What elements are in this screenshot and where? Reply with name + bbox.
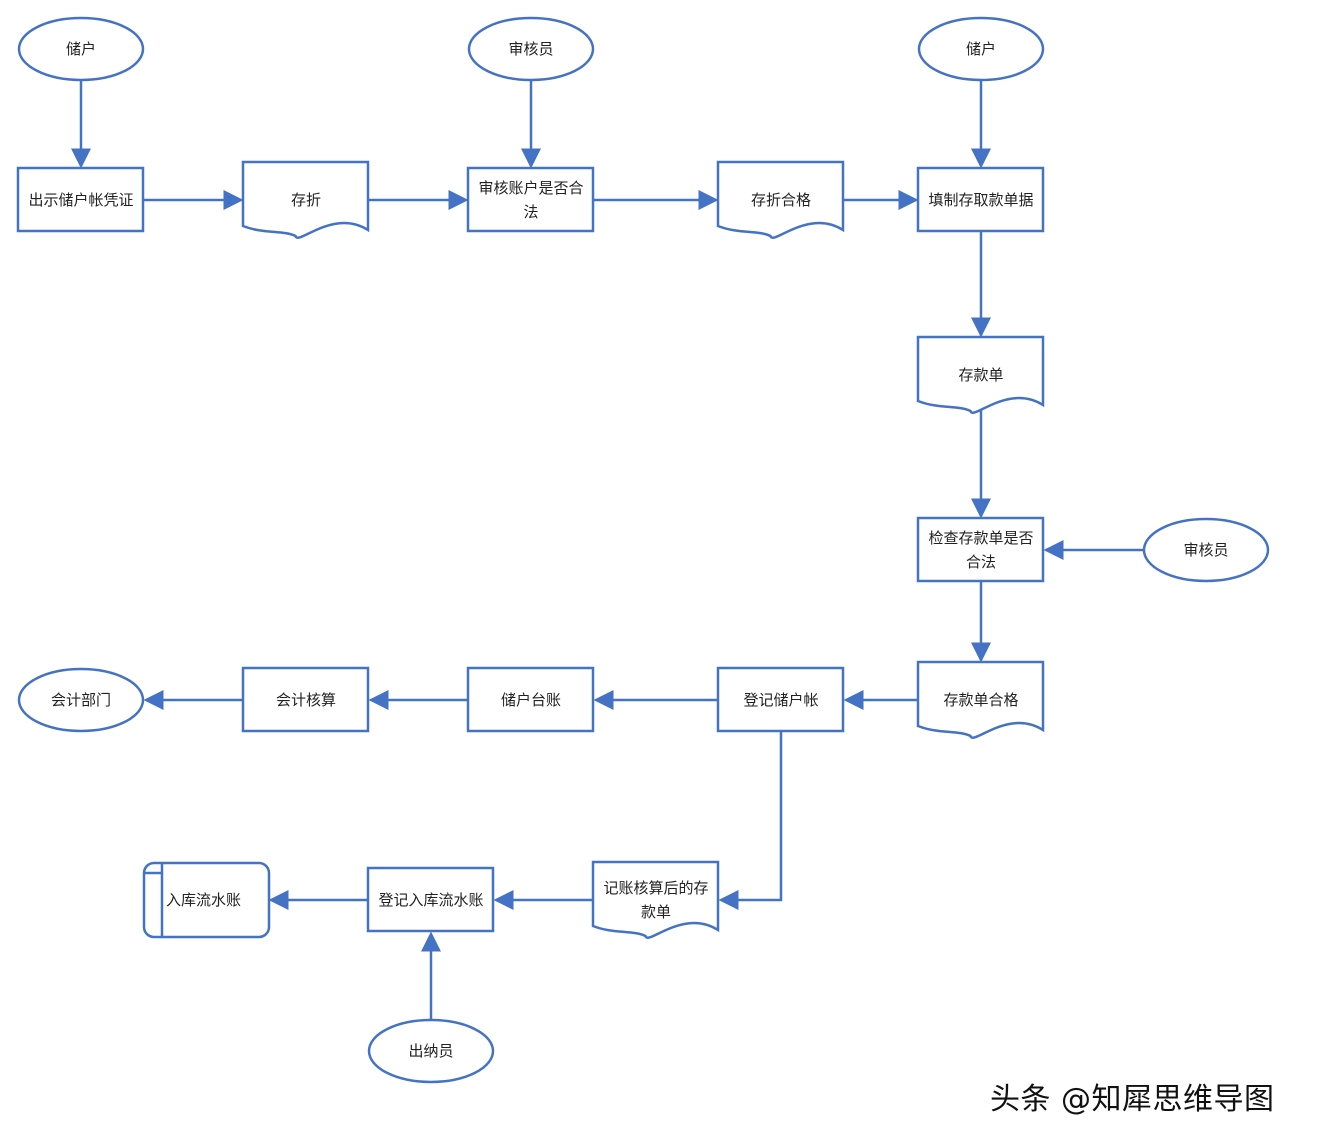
node-accounting-dept: 会计部门 <box>50 691 111 709</box>
node-customer-2: 储户 <box>965 40 996 58</box>
node-slip-ok: 存款单合格 <box>943 691 1019 709</box>
node-audit-account: 审核账户是否合法 <box>478 179 584 221</box>
arrow-register-to-posted <box>718 732 783 910</box>
node-show-credential: 出示储户帐凭证 <box>28 191 134 209</box>
shape-deposit-slip <box>916 335 1045 414</box>
shape-accounting-dept <box>17 667 145 733</box>
shape-posted-slip <box>591 860 720 939</box>
node-fill-slip: 填制存取款单据 <box>928 191 1034 209</box>
node-check-slip: 检查存款单是否合法 <box>928 529 1034 571</box>
node-passbook-ok: 存折合格 <box>750 191 811 209</box>
shape-auditor-2 <box>1142 517 1270 583</box>
node-register-journal: 登记入库流水账 <box>378 891 484 909</box>
shape-passbook-ok <box>716 160 845 239</box>
node-customer-1: 储户 <box>65 40 96 58</box>
node-cashier: 出纳员 <box>408 1042 454 1060</box>
node-passbook: 存折 <box>290 191 321 209</box>
node-register-account: 登记储户帐 <box>743 691 819 709</box>
node-customer-ledger: 储户台账 <box>500 691 561 709</box>
shape-slip-ok <box>916 660 1045 739</box>
node-auditor-1: 审核员 <box>508 40 554 58</box>
node-accounting: 会计核算 <box>275 691 336 709</box>
node-journal-store: 入库流水账 <box>166 891 242 909</box>
node-posted-slip: 记账核算后的存款单 <box>603 879 709 921</box>
watermark: 头条 @知犀思维导图 <box>990 1082 1275 1117</box>
node-auditor-2: 审核员 <box>1183 541 1229 559</box>
shape-passbook <box>241 160 370 239</box>
node-deposit-slip: 存款单 <box>958 366 1004 384</box>
